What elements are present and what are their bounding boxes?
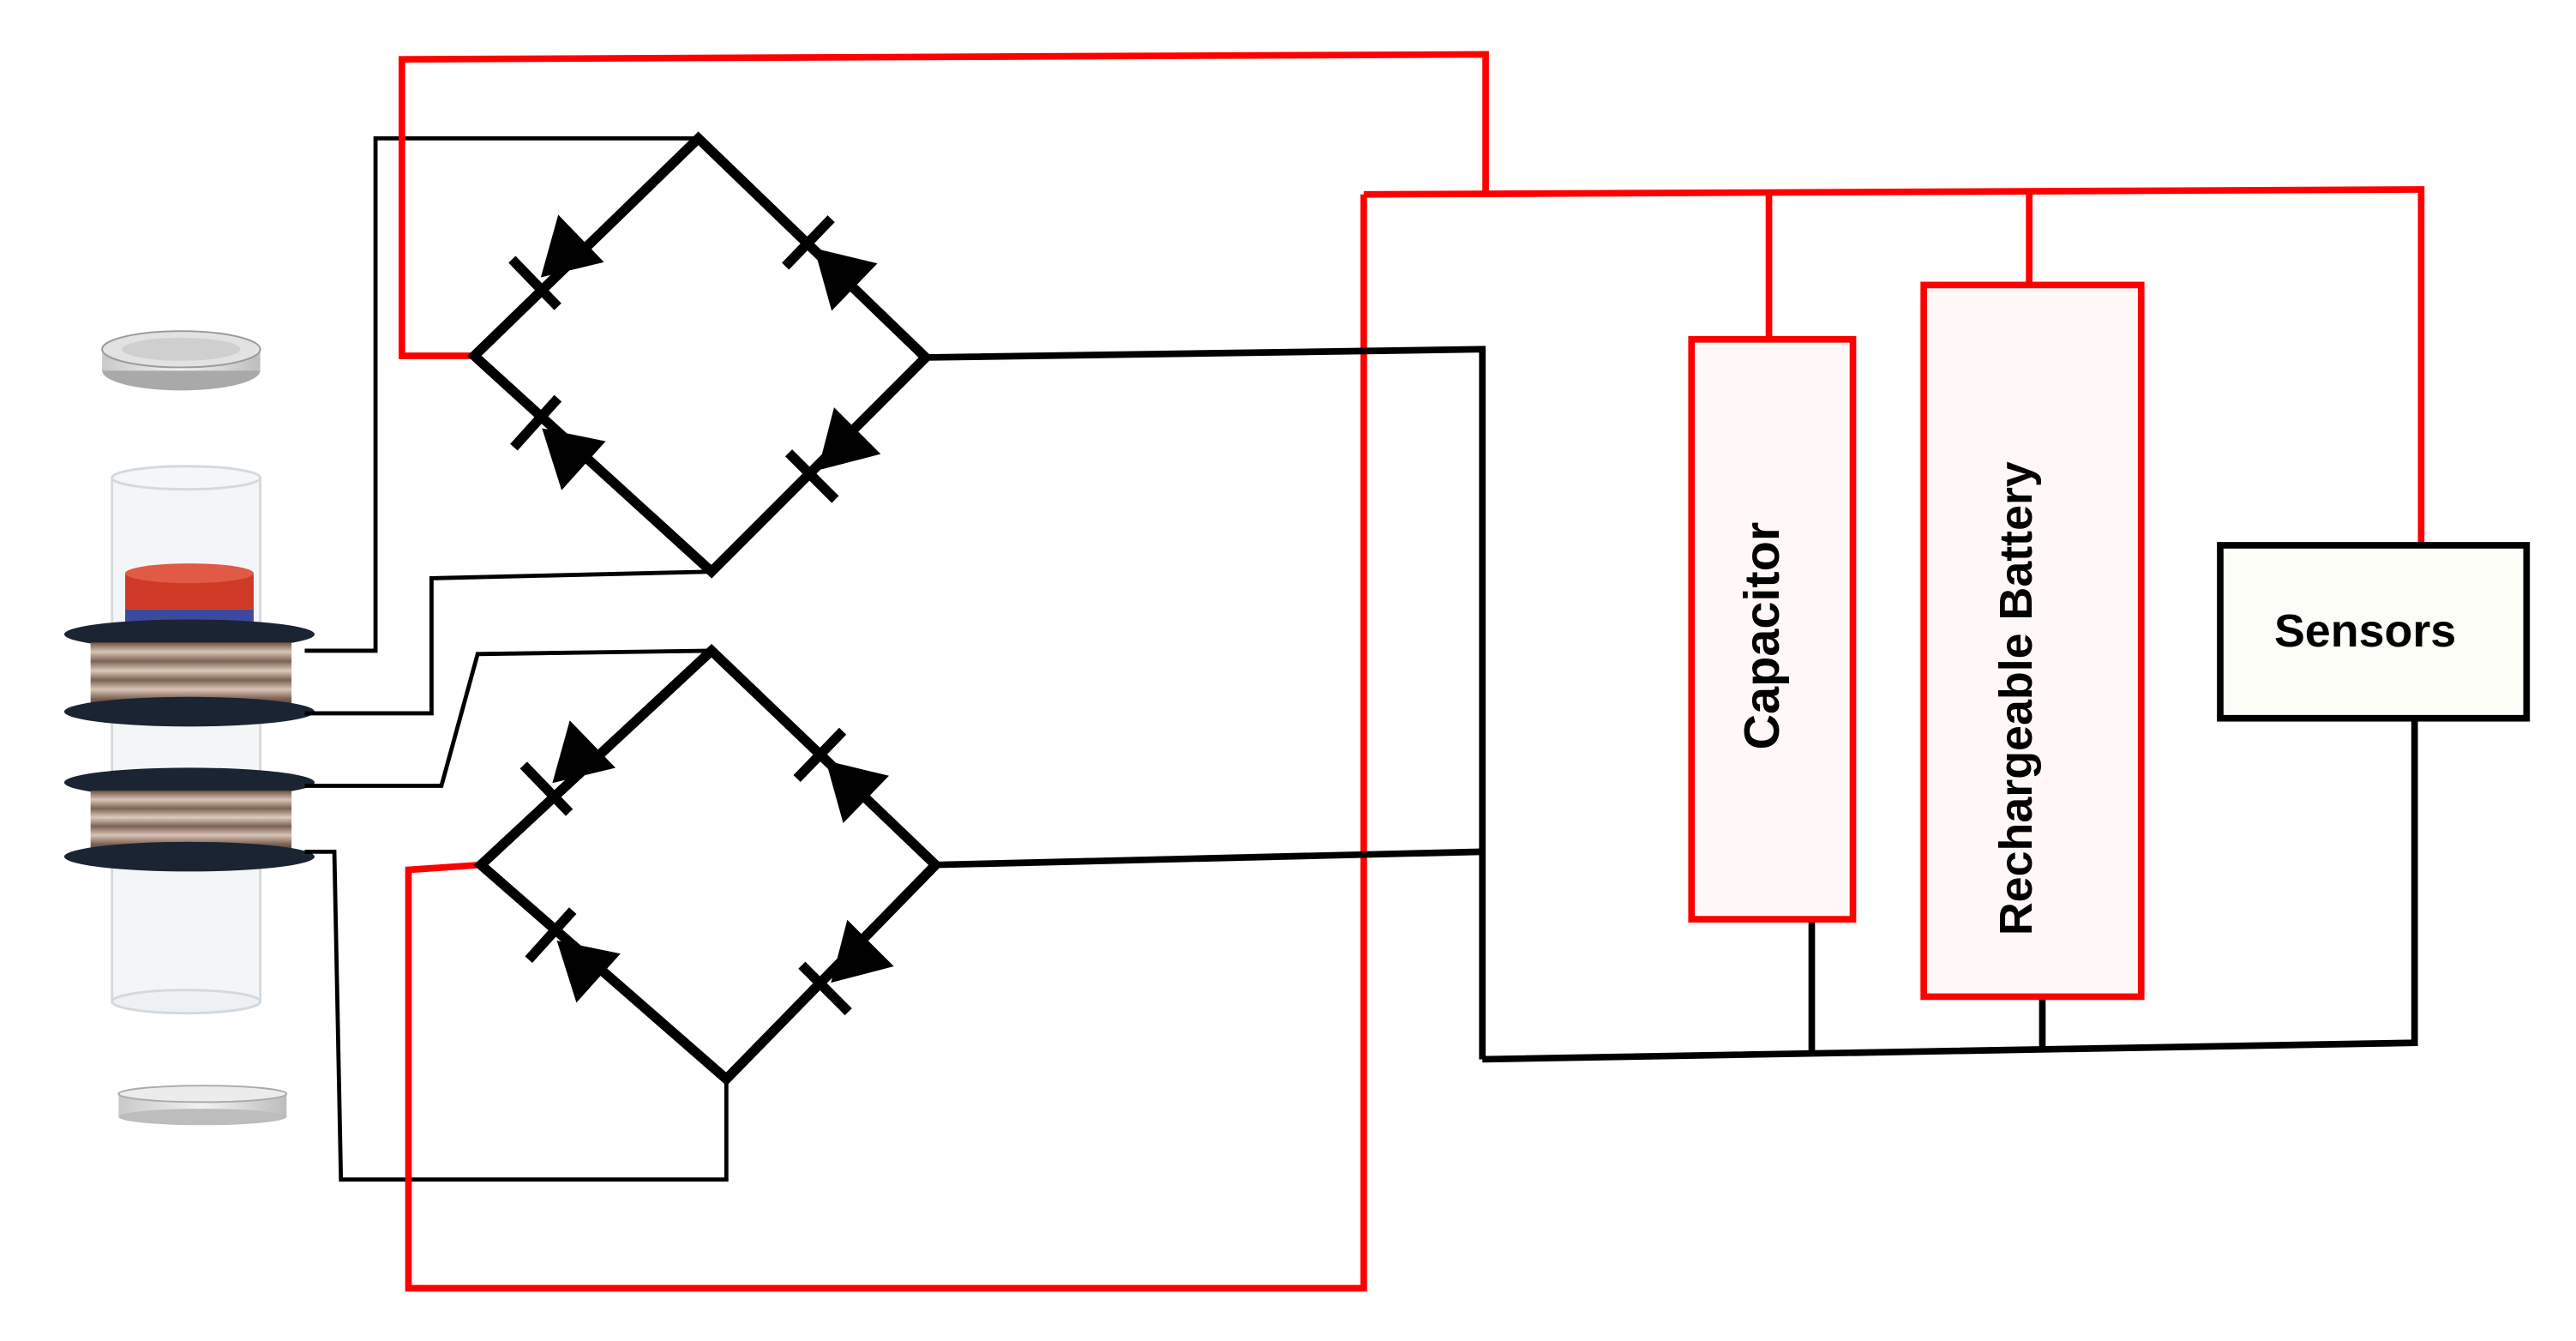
battery-label: Rechargeable Battery — [1991, 461, 2042, 935]
coil2-lead-a — [304, 648, 712, 788]
bottom-end-cap-icon — [117, 1085, 288, 1126]
diode-icon — [784, 407, 881, 503]
coil1-lead-a — [304, 136, 699, 653]
sensors-box — [2217, 542, 2531, 722]
capacitor-component: Capacitor — [1688, 335, 1857, 923]
top-end-cap-icon — [101, 330, 261, 391]
diode-icon — [798, 919, 894, 1016]
battery-box — [1920, 281, 2145, 1001]
bridge1-positive-wire — [398, 51, 1489, 359]
coil2-lead-b — [304, 849, 729, 1182]
positive-wires — [398, 51, 2425, 1292]
coil-assembly-icon — [63, 330, 315, 1126]
positive-bus — [1363, 186, 2425, 545]
battery-component: Rechargeable Battery — [1920, 281, 2145, 1001]
bridge-rectifier-1 — [466, 131, 934, 579]
bridge-rectifier-2 — [473, 644, 943, 1086]
diode-icon — [508, 214, 604, 310]
ground-bus — [1482, 718, 2418, 1063]
diode-icon — [510, 394, 606, 490]
diode-icon — [519, 720, 616, 816]
transparent-tube-icon — [111, 465, 262, 1015]
upper-coil-icon — [63, 619, 315, 727]
coil-lead-wires — [304, 136, 729, 1182]
coil1-lead-b — [304, 569, 712, 716]
bridge2-positive-wire — [405, 194, 1367, 1292]
diode-icon — [782, 215, 878, 311]
bridge2-output-wire — [935, 848, 1483, 869]
bridge2-outline — [473, 644, 943, 1086]
negative-wires — [925, 346, 2418, 1063]
sensors-component: Sensors — [2217, 542, 2531, 722]
lower-coil-icon — [63, 767, 315, 872]
sensors-label: Sensors — [2274, 605, 2456, 657]
diode-icon — [525, 907, 621, 1003]
magnet-icon — [125, 563, 254, 627]
capacitor-box — [1688, 335, 1857, 923]
capacitor-label: Capacitor — [1735, 522, 1790, 750]
bridge1-output-wire — [925, 346, 1486, 1060]
bridge1-outline — [466, 131, 934, 579]
diode-icon — [793, 727, 889, 824]
